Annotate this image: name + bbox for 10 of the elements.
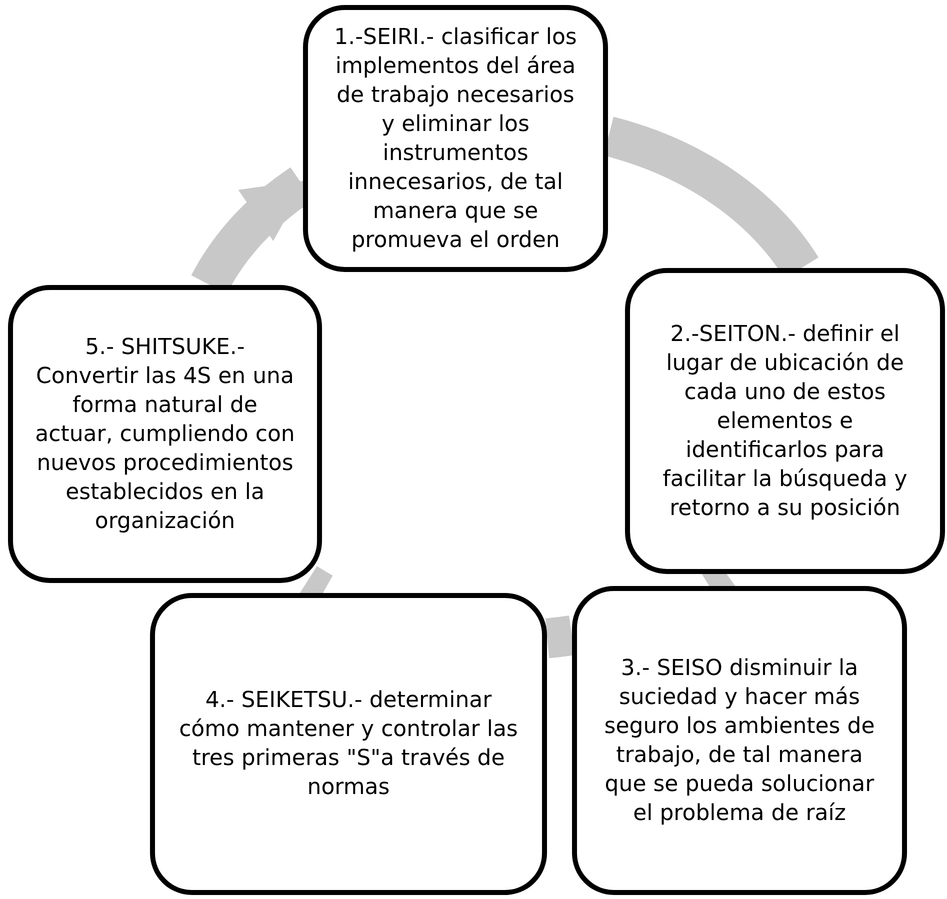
step-box	[303, 5, 608, 272]
step-box	[8, 285, 322, 583]
step-box	[572, 586, 907, 895]
step-text: 4.- SEIKETSU.- determinar cómo mantener y controlar las tres primeras "S"a través de normas	[178, 687, 519, 802]
step-text: 3.- SEISO disminuir la suciedad y hacer más seguro los ambientes de trabajo, de tal manera que se pueda solucionar el problema de raíz	[603, 654, 876, 828]
step-box	[625, 268, 945, 574]
step-text: 5.- SHITSUKE.- Convertir las 4S en una forma natural de actuar, cumpliendo con nuevos procedimientos establecidos en la organización	[34, 334, 296, 536]
step-text: 2.-SEITON.- definir el lugar de ubicación de cada uno de estos elementos e identificarlos para facilitar la búsqueda y retorno a su posición	[662, 320, 908, 522]
step-box	[150, 593, 547, 895]
step-text: 1.-SEIRI.- clasificar los implementos del área de trabajo necesarios y eliminar los instrumentos innecesarios, de tal manera que se promueva el orden	[333, 24, 578, 254]
